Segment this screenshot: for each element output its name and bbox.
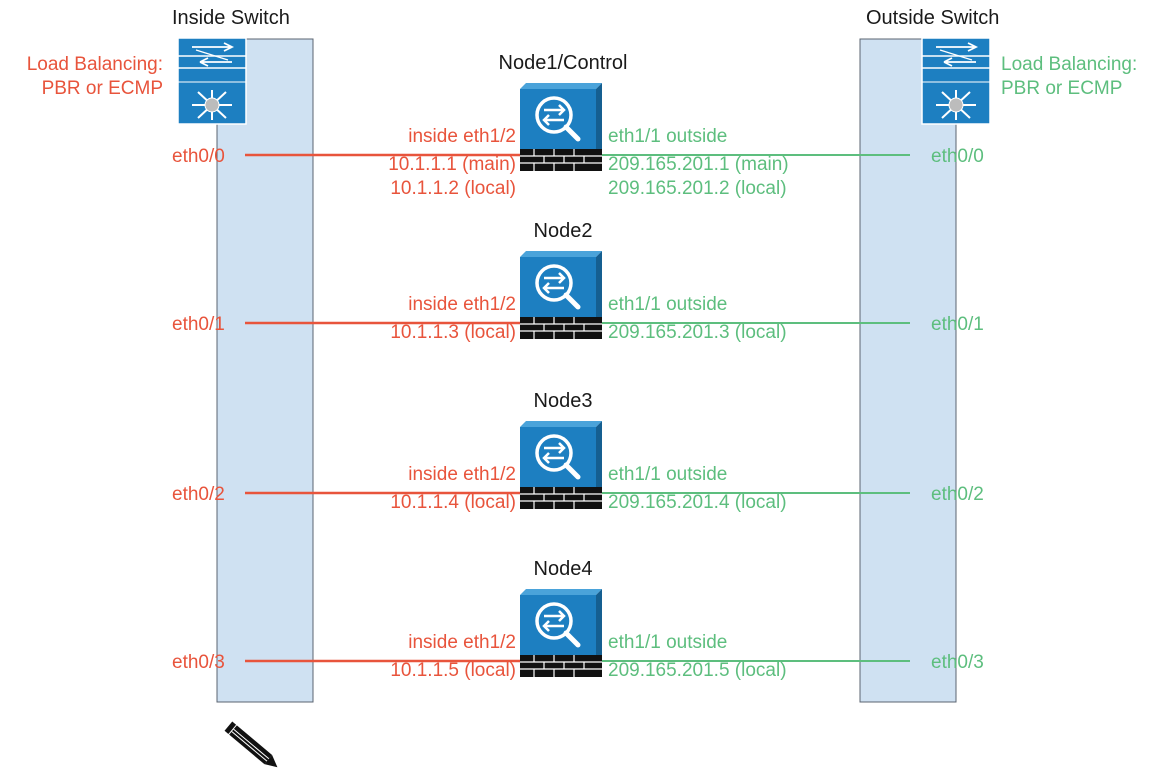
nodes-layer: eth0/0 eth0/0 Node1/Control inside eth1/2 10… <box>172 52 984 681</box>
node-title: Node4 <box>534 558 593 580</box>
firewall-device-icon <box>520 589 602 677</box>
outside-interface-label: eth1/1 outside <box>608 464 727 485</box>
node-row: eth0/3 eth0/3 Node4 inside eth1/2 10.1.1.5 (… <box>172 558 984 681</box>
pencil-icon <box>224 721 278 768</box>
outside-switch-port: eth0/3 <box>931 652 984 673</box>
firewall-device-icon <box>520 421 602 509</box>
inside-ip-address: 10.1.1.3 (local) <box>390 322 516 343</box>
outside-interface-label: eth1/1 outside <box>608 294 727 315</box>
inside-switch-panel <box>216 38 314 703</box>
outside-switch-port: eth0/1 <box>931 314 984 335</box>
firewall-device-icon <box>520 83 602 171</box>
inside-interface-label: inside eth1/2 <box>408 294 516 315</box>
inside-ip-address: 10.1.1.4 (local) <box>390 492 516 513</box>
node-row: eth0/2 eth0/2 Node3 inside eth1/2 10.1.1.4 (… <box>172 390 984 513</box>
node-row: eth0/1 eth0/1 Node2 inside eth1/2 10.1.1.3 (… <box>172 220 984 343</box>
outside-ip-address: 209.165.201.1 (main) <box>608 154 789 175</box>
inside-switch-title: Inside Switch <box>172 7 290 29</box>
node-row: eth0/0 eth0/0 Node1/Control inside eth1/2 10… <box>172 52 984 199</box>
node-title: Node3 <box>534 390 593 412</box>
inside-lb-method: PBR or ECMP <box>42 78 163 99</box>
inside-interface-label: inside eth1/2 <box>408 464 516 485</box>
inside-switch-port: eth0/3 <box>172 652 225 673</box>
firewall-device-icon <box>520 251 602 339</box>
outside-switch-panel <box>859 38 957 703</box>
inside-ip-address: 10.1.1.2 (local) <box>390 178 516 199</box>
outside-ip-address: 209.165.201.3 (local) <box>608 322 787 343</box>
outside-lb-method: PBR or ECMP <box>1001 78 1122 99</box>
outside-interface-label: eth1/1 outside <box>608 126 727 147</box>
node-title: Node1/Control <box>499 52 628 74</box>
outside-ip-address: 209.165.201.2 (local) <box>608 178 787 199</box>
inside-switch-port: eth0/2 <box>172 484 225 505</box>
outside-switch-port: eth0/2 <box>931 484 984 505</box>
node-title: Node2 <box>534 220 593 242</box>
outside-switch-title: Outside Switch <box>866 7 999 29</box>
inside-ip-address: 10.1.1.5 (local) <box>390 660 516 681</box>
inside-ip-address: 10.1.1.1 (main) <box>388 154 516 175</box>
outside-network-switch-icon <box>921 37 991 125</box>
inside-interface-label: inside eth1/2 <box>408 126 516 147</box>
outside-lb-label: Load Balancing: <box>1001 54 1137 75</box>
inside-switch-port: eth0/1 <box>172 314 225 335</box>
inside-interface-label: inside eth1/2 <box>408 632 516 653</box>
outside-interface-label: eth1/1 outside <box>608 632 727 653</box>
outside-ip-address: 209.165.201.5 (local) <box>608 660 787 681</box>
inside-lb-label: Load Balancing: <box>27 54 163 75</box>
outside-switch-port: eth0/0 <box>931 146 984 167</box>
inside-network-switch-icon <box>177 37 247 125</box>
outside-ip-address: 209.165.201.4 (local) <box>608 492 787 513</box>
inside-switch-port: eth0/0 <box>172 146 225 167</box>
